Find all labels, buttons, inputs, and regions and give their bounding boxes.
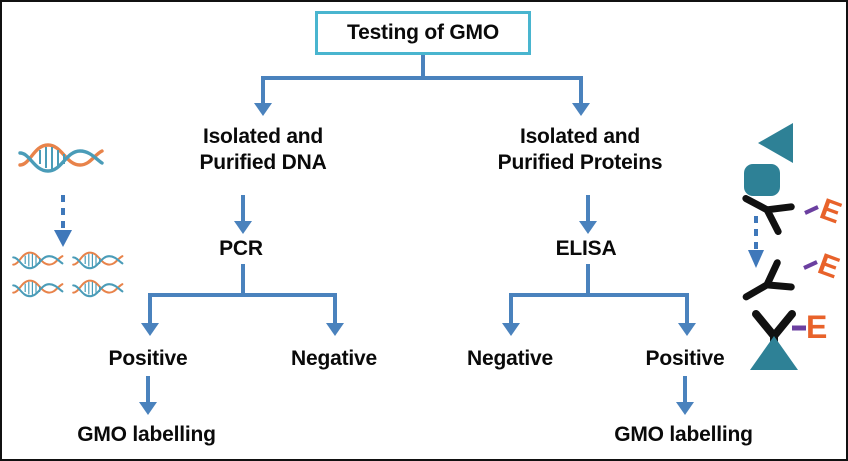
connector-pcr-bar: [148, 293, 337, 297]
svg-text:E: E: [814, 248, 844, 286]
node-elisa-positive: Positive: [645, 347, 725, 370]
connector-root-bar: [261, 76, 583, 80]
connector-root-stem: [421, 55, 425, 78]
dna-amplification-illustration: [10, 137, 135, 307]
connector-root-left-drop: [261, 76, 265, 105]
antigen-triangle-icon: [758, 123, 793, 163]
node-pcr-positive: Positive: [108, 347, 188, 370]
connector-pcr-right-drop: [333, 293, 337, 325]
node-isolated-purified-proteins: Isolated and Purified Proteins: [497, 125, 663, 174]
connector-pcr-left-drop: [148, 293, 152, 325]
connector-elisa-positive-to-label: [683, 376, 687, 404]
svg-text:E: E: [816, 193, 846, 231]
arrowhead-to-elisa: [579, 221, 597, 234]
node-pcr-gmo-labelling: GMO labelling: [77, 423, 216, 446]
arrowhead-to-protein-branch: [572, 103, 590, 116]
connector-proteins-to-elisa: [586, 195, 590, 223]
node-isolated-purified-dna: Isolated and Purified DNA: [199, 125, 327, 174]
node-elisa: ELISA: [555, 237, 617, 260]
page-title: Testing of GMO: [347, 21, 499, 44]
node-elisa-gmo-labelling: GMO labelling: [614, 423, 753, 446]
elisa-antibody-illustration: E E E: [738, 120, 846, 370]
arrowhead-to-elisa-gmo-labelling: [676, 402, 694, 415]
arrowhead-to-pcr-negative: [326, 323, 344, 336]
arrowhead-to-pcr-gmo-labelling: [139, 402, 157, 415]
node-pcr-negative: Negative: [291, 347, 377, 370]
connector-elisa-stem: [586, 264, 590, 296]
arrowhead-to-elisa-negative: [502, 323, 520, 336]
connector-dna-to-pcr: [241, 195, 245, 223]
svg-text:E: E: [806, 309, 827, 345]
connector-elisa-bar: [509, 293, 689, 297]
node-pcr: PCR: [219, 237, 263, 260]
connector-elisa-left-drop: [509, 293, 513, 325]
arrowhead-to-elisa-positive: [678, 323, 696, 336]
connector-pcr-positive-to-label: [146, 376, 150, 404]
connector-pcr-stem: [241, 264, 245, 296]
arrowhead-to-pcr-positive: [141, 323, 159, 336]
antigen-rounded-square-icon: [744, 164, 780, 196]
title-box: Testing of GMO: [315, 11, 531, 55]
node-elisa-negative: Negative: [467, 347, 553, 370]
arrowhead-to-dna-branch: [254, 103, 272, 116]
connector-root-right-drop: [579, 76, 583, 105]
connector-elisa-right-drop: [685, 293, 689, 325]
arrowhead-to-pcr: [234, 221, 252, 234]
